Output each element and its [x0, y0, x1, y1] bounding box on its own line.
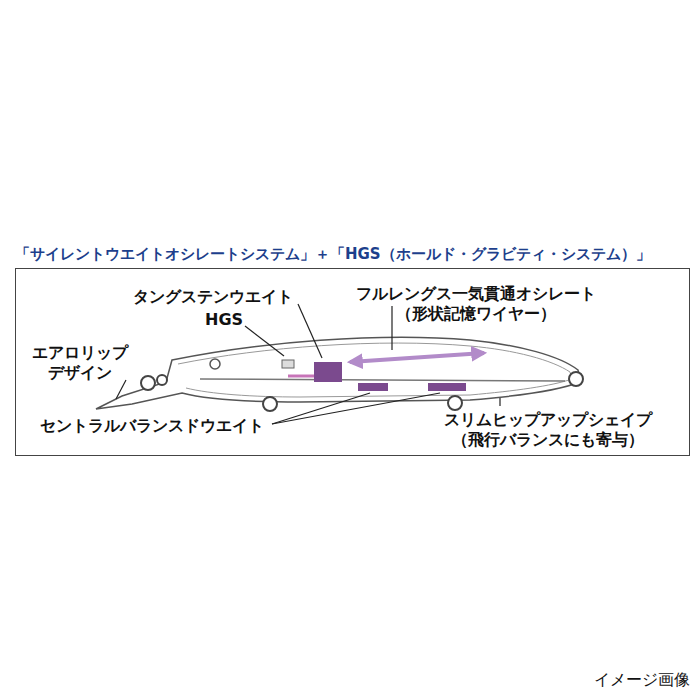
hook-hanger — [448, 396, 462, 410]
hgs-magnet — [282, 360, 294, 368]
wire — [200, 379, 565, 381]
heading: 「サイレントウエイトオシレートシステム」＋「HGS（ホールド・グラビティ・システ… — [15, 244, 651, 264]
lure-body — [96, 337, 580, 409]
leader-line — [499, 398, 500, 406]
leader-line — [272, 393, 440, 424]
leader-line — [298, 304, 322, 358]
callout-label: セントラルバランスドウエイト — [40, 416, 264, 436]
hgs-track — [288, 375, 314, 378]
caption: イメージ画像 — [594, 670, 690, 690]
split-ring — [157, 375, 167, 385]
central-weight — [428, 383, 466, 391]
tungsten-weight — [314, 362, 342, 382]
leader-line — [245, 326, 284, 356]
oscillate-arrow — [350, 353, 484, 362]
leader-line — [391, 306, 392, 350]
callout-label: HGS — [205, 310, 243, 330]
frame — [16, 269, 690, 456]
central-weight — [358, 383, 388, 391]
callout-label: エアロリップ デザイン — [32, 343, 128, 383]
leader-line — [116, 380, 126, 399]
line-tie — [141, 376, 155, 390]
eye — [210, 359, 220, 369]
callout-label: フルレングス一気貫通オシレート （形状記憶ワイヤー） — [356, 284, 596, 324]
hook-hanger — [263, 397, 277, 411]
callout-label: スリムヒップアップシェイプ （飛行バランスにも寄与） — [444, 410, 652, 450]
callout-label: タングステンウエイト — [133, 287, 293, 307]
lure-inner-line — [178, 343, 572, 397]
tail-ring — [569, 372, 583, 386]
